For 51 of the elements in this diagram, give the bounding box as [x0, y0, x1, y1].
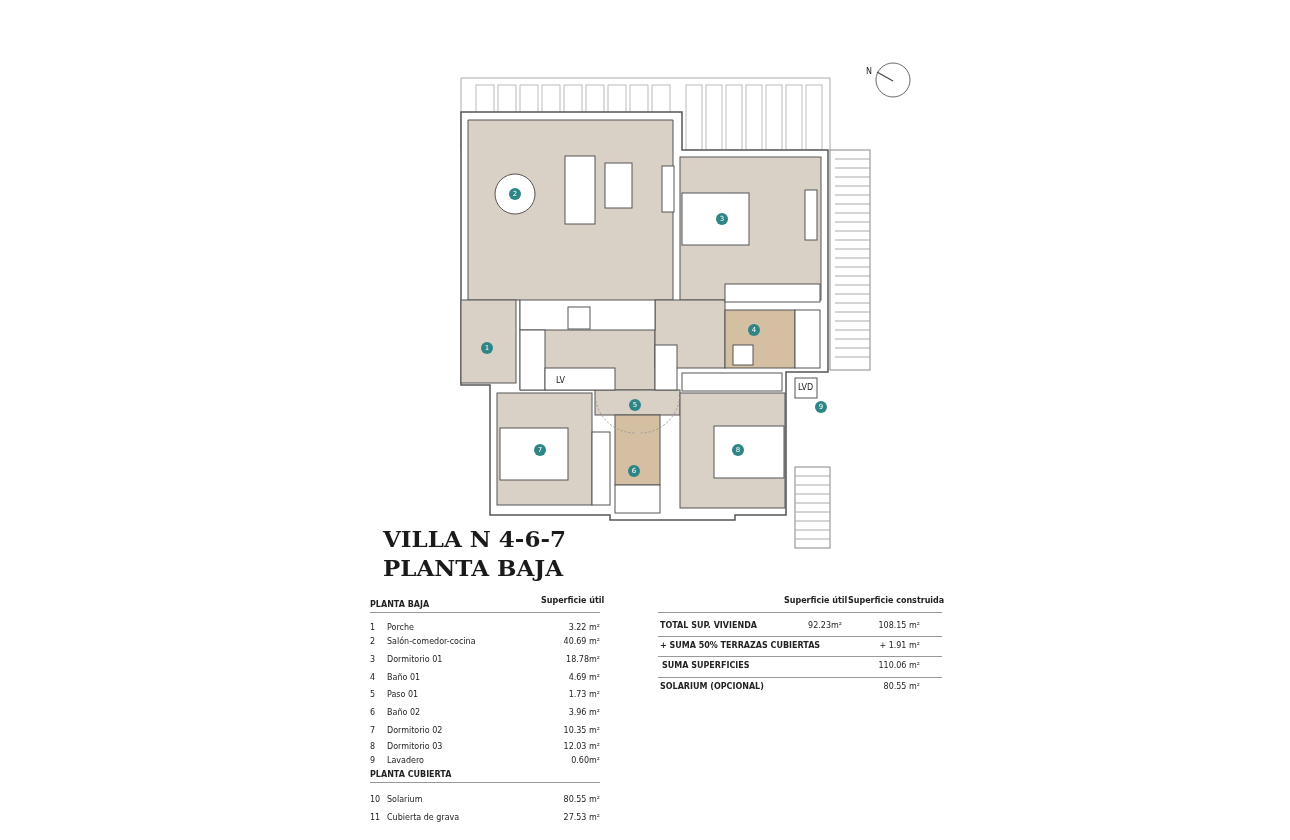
row-number: 3	[370, 655, 376, 665]
room-name: Porche	[387, 623, 414, 633]
room-name: Baño 01	[387, 673, 421, 683]
area-value: 4.69 m²	[567, 673, 600, 683]
row-number: 2	[370, 637, 376, 647]
area-value: 108.15 m²	[877, 621, 920, 631]
room-name: Paso 01	[387, 690, 419, 700]
area-value: 3.22 m²	[567, 623, 600, 633]
summary-label: + SUMA 50% TERRAZAS CUBIERTAS	[660, 641, 821, 651]
fixture-label: LVD	[798, 383, 814, 393]
row-number: 11	[370, 813, 381, 823]
column-header: Superficie útil	[784, 596, 848, 606]
row-number: 10	[370, 795, 381, 805]
room-name: Dormitorio 03	[387, 742, 443, 752]
area-value: 3.96 m²	[567, 708, 600, 718]
row-number: 8	[370, 742, 376, 752]
row-number: 5	[370, 690, 376, 700]
summary-label: TOTAL SUP. VIVIENDA	[660, 621, 757, 631]
room-name: Lavadero	[387, 756, 424, 766]
area-value: 18.78m²	[565, 655, 600, 665]
room-name: Baño 02	[387, 708, 421, 718]
area-value: 80.55 m²	[562, 795, 600, 805]
fixture-label: LV	[556, 376, 566, 386]
area-value: 40.69 m²	[562, 637, 600, 647]
area-value: 27.53 m²	[562, 813, 600, 823]
area-value: + 1.91 m²	[878, 641, 920, 651]
north-label: N	[866, 67, 872, 77]
area-value: 92.23m²	[807, 621, 842, 631]
room-name: Solarium	[387, 795, 423, 805]
row-number: 9	[370, 756, 376, 766]
room-name: Salón-comedor-cocina	[387, 637, 476, 647]
area-value: 12.03 m²	[562, 742, 600, 752]
room-name: Cubierta de grava	[387, 813, 460, 823]
title: VILLA N 4-6-7 PLANTA BAJA	[383, 524, 567, 582]
area-value: 0.60m²	[570, 756, 600, 766]
row-number: 4	[370, 673, 376, 683]
summary-label: SOLARIUM (OPCIONAL)	[660, 682, 764, 692]
room-name: Dormitorio 02	[387, 726, 443, 736]
room-name: Dormitorio 01	[387, 655, 443, 665]
table-heading: PLANTA CUBIERTA	[370, 770, 452, 780]
area-value: 110.06 m²	[877, 661, 920, 671]
row-number: 1	[370, 623, 376, 633]
table-heading: PLANTA BAJA	[370, 600, 430, 610]
summary-label: SUMA SUPERFICIES	[662, 661, 750, 671]
area-value: 1.73 m²	[567, 690, 600, 700]
row-number: 7	[370, 726, 376, 736]
column-header: Superficie construida	[848, 596, 945, 606]
area-value: 80.55 m²	[882, 682, 920, 692]
area-value: 10.35 m²	[562, 726, 600, 736]
column-header: Superficie útil	[541, 596, 605, 606]
row-number: 6	[370, 708, 376, 718]
